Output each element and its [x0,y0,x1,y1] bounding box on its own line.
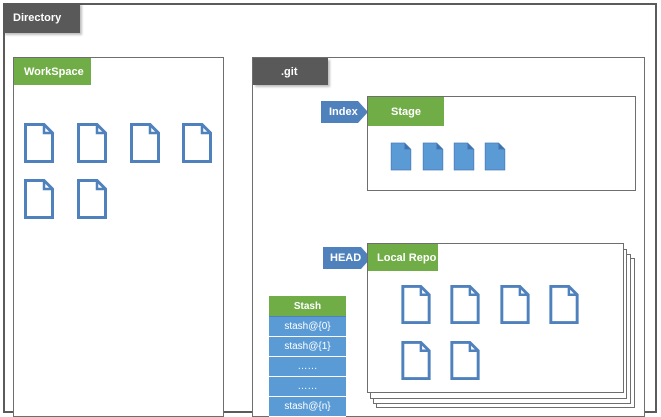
file-filled-icon [422,142,444,171]
file-outline-icon [24,179,54,219]
stash-entry: stash@{n} [269,397,346,417]
file-filled-icon [484,142,506,171]
workspace-tab: WorkSpace [14,58,91,85]
index-arrow-label: Index [329,106,358,118]
local-repo-label: Local Repo [377,251,437,264]
stash-entry: stash@{0} [269,317,346,337]
git-tab: .git [253,58,328,85]
directory-label: Directory [13,12,62,24]
file-outline-icon [401,285,431,324]
git-label: .git [281,65,298,78]
stash-entry: …… [269,357,346,377]
file-outline-icon [549,285,579,324]
local-repo-tab: Local Repo [368,244,438,271]
file-outline-icon [77,179,107,219]
file-outline-icon [450,285,480,324]
head-arrow-label: HEAD [330,252,362,264]
head-arrow-head [361,247,372,269]
file-outline-icon [500,285,530,324]
head-arrow: HEAD [323,247,372,269]
stage-label: Stage [391,105,421,118]
file-outline-icon [401,341,431,380]
directory-tab: Directory [3,3,80,33]
file-filled-icon [390,142,412,171]
file-filled-icon [453,142,475,171]
file-outline-icon [130,123,160,163]
index-arrow: Index [321,101,368,123]
stash-entry: …… [269,377,346,397]
stash-entry: stash@{1} [269,337,346,357]
file-outline-icon [77,123,107,163]
stash-list: Stash stash@{0}stash@{1}…………stash@{n} [269,296,346,417]
file-outline-icon [182,123,212,163]
stage-tab: Stage [368,97,444,126]
workspace-panel [13,57,224,417]
stash-header: Stash [269,296,346,317]
index-arrow-head [357,101,368,123]
file-outline-icon [24,123,54,163]
workspace-label: WorkSpace [24,65,84,78]
file-outline-icon [450,341,480,380]
